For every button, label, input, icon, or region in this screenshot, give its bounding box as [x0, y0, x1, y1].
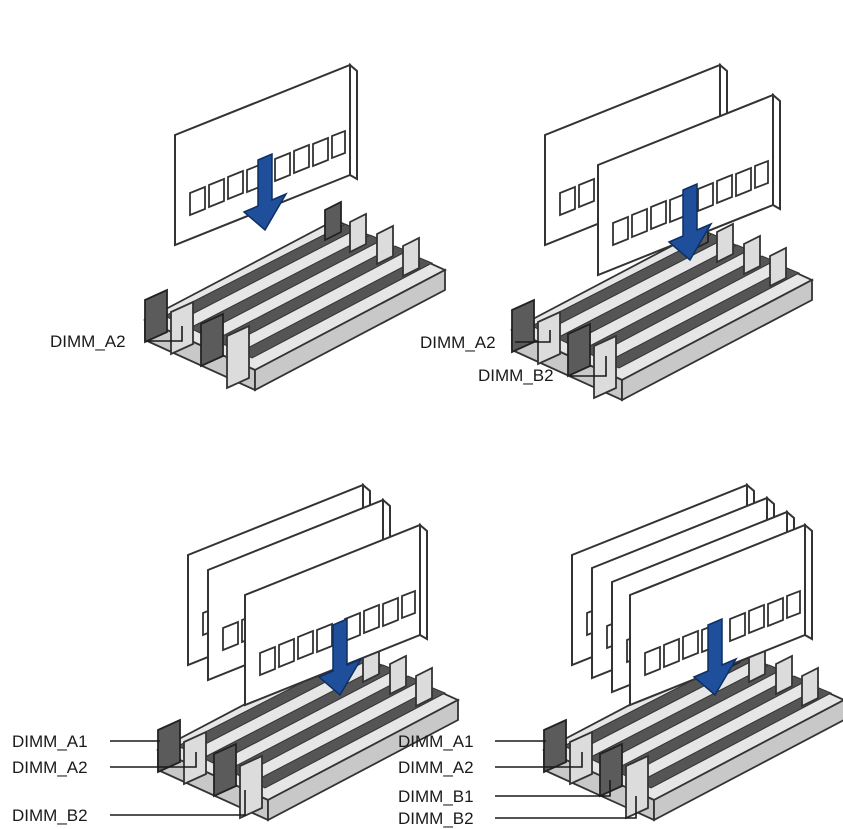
leader-line [495, 796, 637, 819]
label-dimm-a2: DIMM_A2 [398, 758, 474, 777]
label-dimm-b2: DIMM_B2 [398, 809, 474, 828]
leader-line [495, 780, 611, 797]
label-dimm-a2: DIMM_A2 [12, 758, 88, 777]
panel-four-modules: DIMM_A1 DIMM_A2 DIMM_B1 DIMM_B2 [398, 484, 843, 828]
leader-line [110, 790, 246, 816]
label-dimm-b2: DIMM_B2 [478, 366, 554, 385]
leader-line [495, 752, 583, 768]
label-dimm-a2: DIMM_A2 [50, 332, 126, 351]
label-dimm-b1: DIMM_B1 [398, 787, 474, 806]
label-dimm-a1: DIMM_A1 [398, 732, 474, 751]
label-dimm-a1: DIMM_A1 [12, 732, 88, 751]
label-dimm-b2: DIMM_B2 [12, 806, 88, 825]
leader-line [110, 752, 197, 768]
leader-line [515, 330, 551, 343]
label-dimm-a2: DIMM_A2 [420, 333, 496, 352]
leader-line [146, 326, 183, 342]
panel-one-module: DIMM_A2 [50, 64, 446, 391]
panel-two-modules: DIMM_A2 DIMM_B2 [420, 64, 813, 401]
panel-three-modules: DIMM_A1 DIMM_A2 DIMM_B2 [12, 484, 459, 825]
leader-line [570, 356, 607, 377]
